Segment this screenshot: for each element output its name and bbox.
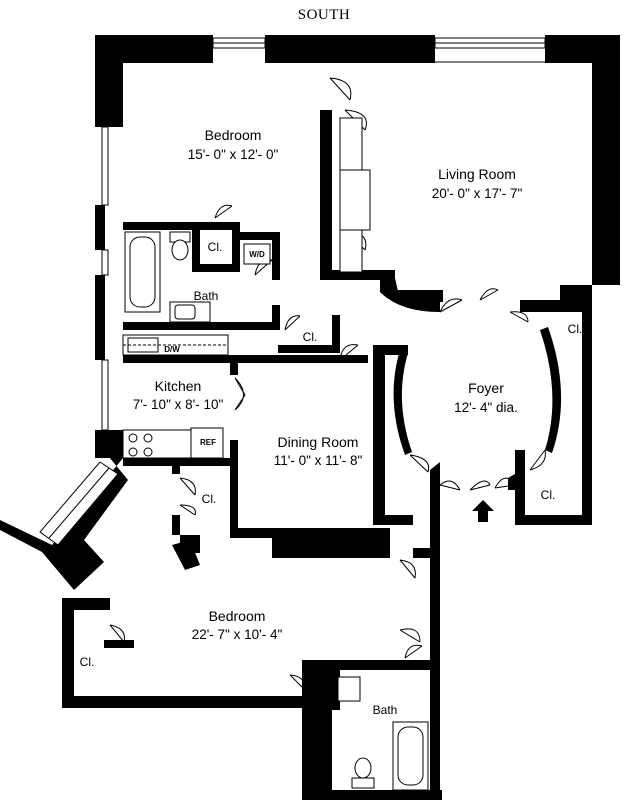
closet-label: Cl. [303,330,318,344]
compass-label: SOUTH [298,7,351,23]
bedroom-top-name: Bedroom [205,127,262,143]
entry-arrow [472,500,494,522]
bedroom-top-dims: 15'- 0" x 12'- 0" [188,147,279,162]
fixtures [122,117,429,791]
foyer-dims: 12'- 4" dia. [454,400,518,415]
closet-label: Cl. [80,655,95,669]
living-room-name: Living Room [438,166,516,182]
closet-label: Cl. [305,677,320,691]
dining-room-name: Dining Room [278,434,359,450]
dishwasher-label: D/W [164,345,180,354]
closet-label: Cl. [208,240,223,254]
bath-bottom-name: Bath [373,703,398,717]
closet-label: Cl. [541,488,556,502]
washer-dryer-label: W/D [249,250,265,259]
interior-walls [104,110,582,710]
refrigerator-label: REF [200,438,216,447]
bedroom-bottom-name: Bedroom [209,608,266,624]
kitchen-dims: 7'- 10" x 8'- 10" [133,397,224,412]
foyer-name: Foyer [468,380,504,396]
dining-room-dims: 11'- 0" x 11'- 8" [274,453,363,468]
closet-label: Cl. [202,492,217,506]
kitchen-name: Kitchen [155,378,202,394]
bath-top-name: Bath [194,289,219,303]
bedroom-bottom-dims: 22'- 7" x 10'- 4" [192,627,283,642]
closet-label: Cl. [568,322,583,336]
living-room-dims: 20'- 0" x 17'- 7" [432,186,523,201]
exterior-walls [0,35,620,800]
